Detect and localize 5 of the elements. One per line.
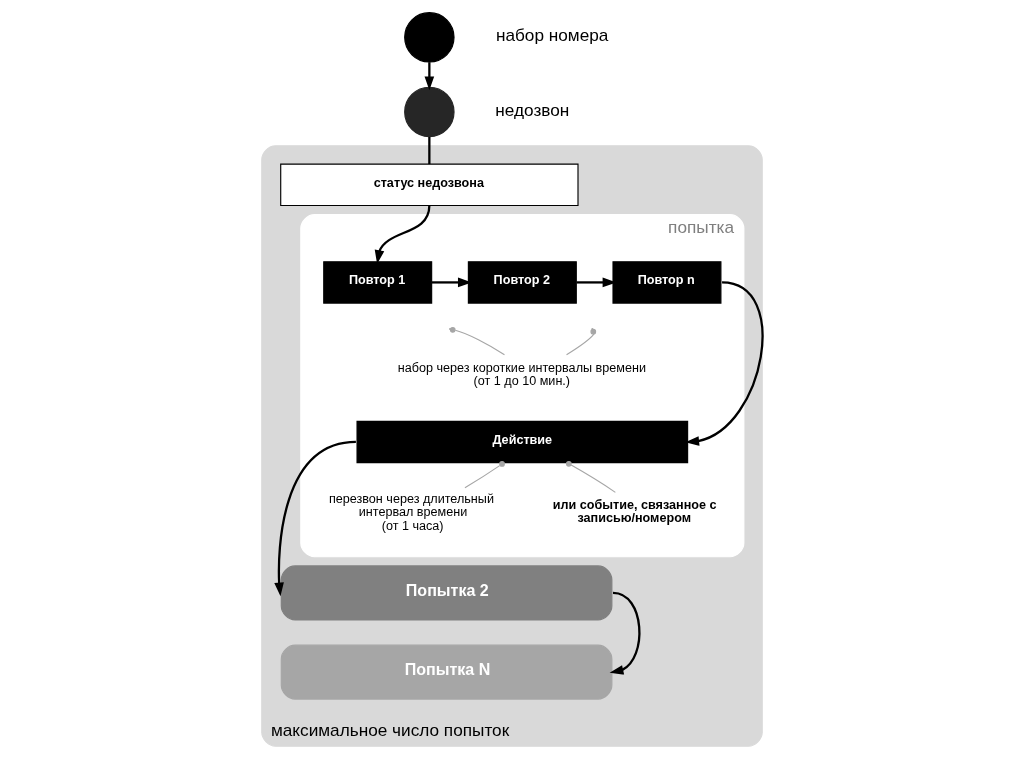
node-text: или событие, связанное с записью/номером: [552, 498, 717, 526]
node-label: набор номера: [495, 25, 609, 46]
node-text: набор через короткие интервалы времени (от 1 до 10 мин.): [397, 360, 646, 389]
node-label: недозвон: [495, 99, 570, 120]
node-text: перезвон через длительный интервал времени (от 1 часа): [328, 491, 494, 534]
